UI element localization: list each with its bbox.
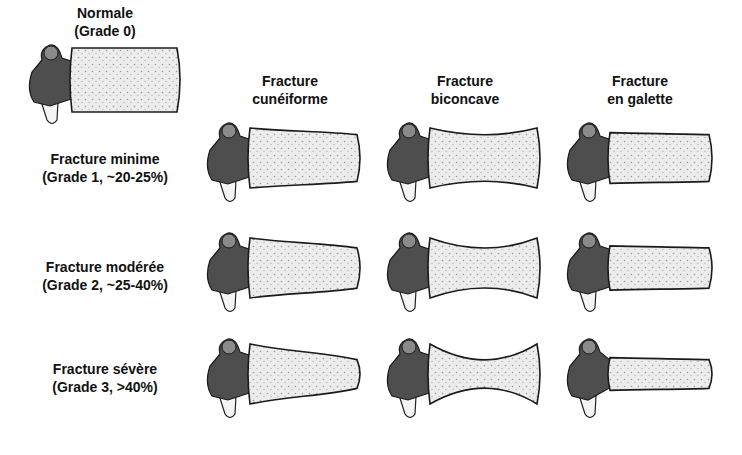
articular-facet <box>402 234 416 248</box>
vertebra-drawing <box>29 45 180 124</box>
vertebra-drawing <box>567 123 712 202</box>
row-label: Fracture minime (Grade 1, ~20-25%) <box>30 150 180 186</box>
vertebral-body <box>608 358 712 391</box>
vertebra-drawing <box>207 339 360 418</box>
posterior-arch <box>387 123 432 184</box>
articular-facet <box>222 234 236 248</box>
grade-label: Normale (Grade 0) <box>60 4 150 40</box>
articular-facet <box>582 124 596 138</box>
posterior-arch <box>567 339 612 400</box>
vertebra-drawing <box>387 233 540 312</box>
vertebral-body <box>428 128 540 188</box>
posterior-arch <box>29 45 74 106</box>
vertebra-drawing <box>387 123 540 202</box>
posterior-arch <box>207 233 252 294</box>
vertebral-body <box>248 128 360 188</box>
vertebral-body <box>608 133 712 184</box>
column-header: Fracture biconcave <box>420 72 510 108</box>
articular-facet <box>44 46 58 60</box>
posterior-arch <box>207 339 252 400</box>
vertebra-drawing <box>207 233 360 312</box>
vertebral-body <box>608 246 712 290</box>
posterior-arch <box>567 233 612 294</box>
vertebral-body <box>248 238 360 298</box>
posterior-arch <box>207 123 252 184</box>
vertebra-drawing <box>567 339 712 418</box>
vertebra-drawing <box>387 339 540 418</box>
posterior-arch <box>387 233 432 294</box>
column-header: Fracture cunéiforme <box>245 72 335 108</box>
vertebral-body <box>428 344 540 404</box>
articular-facet <box>222 340 236 354</box>
row-label: Fracture sévère (Grade 3, >40%) <box>30 360 180 396</box>
vertebra-drawing <box>207 123 360 202</box>
articular-facet <box>402 124 416 138</box>
posterior-arch <box>387 339 432 400</box>
vertebra-drawing <box>567 233 712 312</box>
row-label: Fracture modérée (Grade 2, ~25-40%) <box>30 258 180 294</box>
column-header: Fracture en galette <box>605 72 675 108</box>
vertebral-body <box>70 48 180 112</box>
articular-facet <box>582 234 596 248</box>
posterior-arch <box>567 123 612 184</box>
articular-facet <box>402 340 416 354</box>
articular-facet <box>582 340 596 354</box>
vertebral-body <box>428 238 540 298</box>
vertebral-body <box>248 344 360 404</box>
articular-facet <box>222 124 236 138</box>
